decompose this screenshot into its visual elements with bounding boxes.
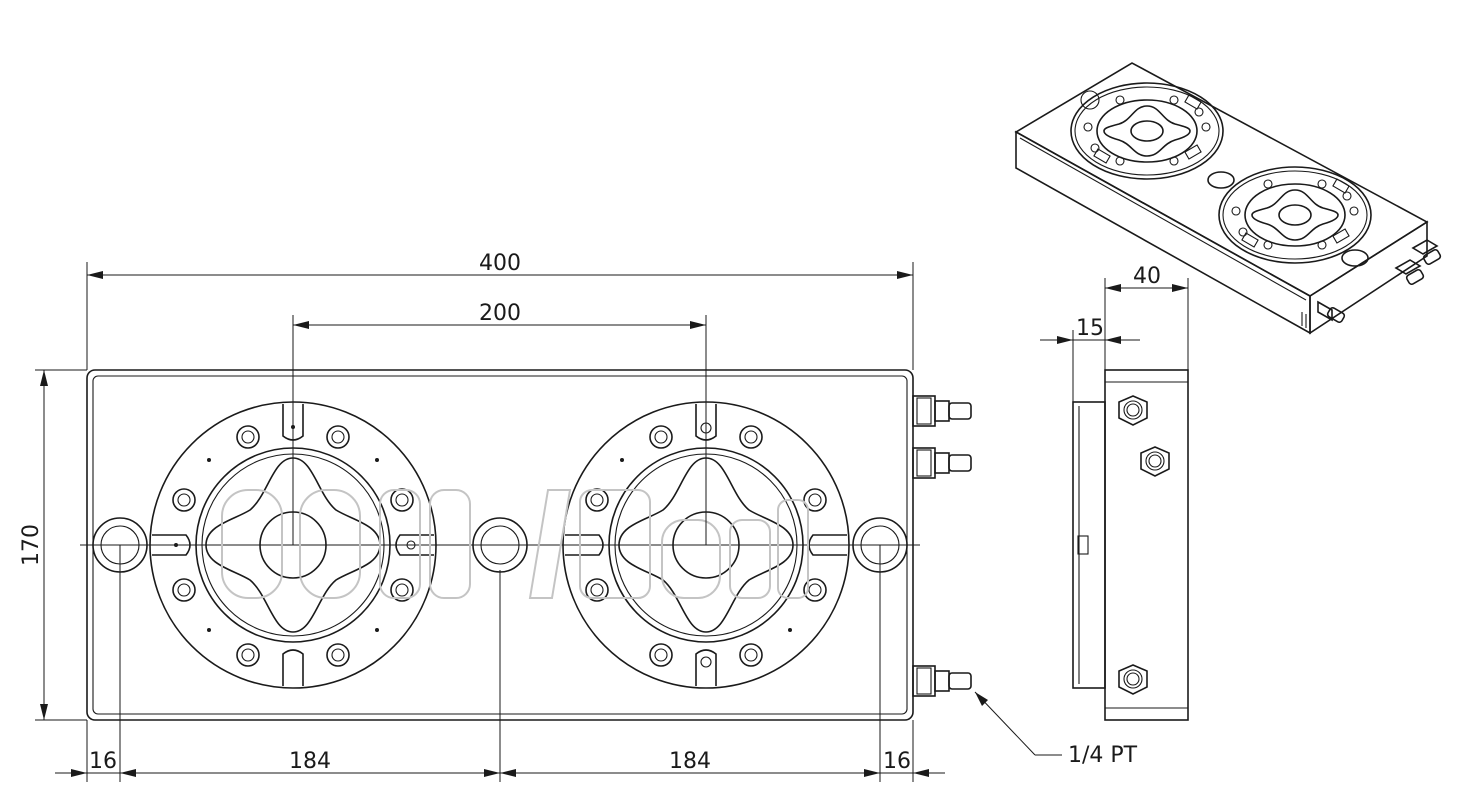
watermark: [221, 489, 809, 599]
dimension-label-right-edge: 16: [883, 749, 911, 774]
iso-chuck-1: [1070, 82, 1224, 180]
side-fitting-top: [1118, 395, 1148, 426]
dimension-label-left-edge: 16: [89, 749, 117, 774]
air-fitting-middle: [912, 447, 972, 479]
iso-locating-hole-right: [1341, 249, 1369, 267]
dimension-label-left-span: 184: [289, 749, 331, 774]
iso-locating-hole-center: [1207, 171, 1235, 189]
air-fitting-top: [912, 395, 972, 427]
iso-fittings: [1301, 239, 1442, 328]
dimension-side-offset: [1040, 330, 1140, 402]
side-fitting-middle: [1140, 446, 1170, 477]
dimension-label-height: 170: [19, 524, 44, 566]
iso-chuck-2: [1218, 166, 1372, 264]
side-body: [1104, 369, 1189, 721]
dimension-height: [35, 369, 87, 721]
callout-leader: [974, 691, 1062, 756]
dimension-overall-length: [86, 262, 914, 370]
dimension-label-right-span: 184: [669, 749, 711, 774]
side-fitting-bottom: [1118, 664, 1148, 695]
front-view: 400 200 170: [19, 251, 1138, 782]
dimension-side-thickness: [1104, 278, 1189, 370]
callout-label-port-thread: 1/4 PT: [1068, 743, 1138, 768]
dimension-label-overall-length: 400: [479, 251, 521, 276]
dimension-label-center-distance: 200: [479, 301, 521, 326]
side-chuck-profile: [1072, 401, 1106, 689]
side-view: 40 15: [1040, 264, 1189, 721]
dimension-label-side-offset: 15: [1076, 316, 1104, 341]
dimension-center-distance: [292, 315, 707, 545]
dimension-label-side-thickness: 40: [1133, 264, 1161, 289]
air-fitting-bottom: [912, 665, 972, 697]
isometric-view: [1014, 62, 1442, 335]
dimension-chain-bottom: [55, 545, 945, 782]
